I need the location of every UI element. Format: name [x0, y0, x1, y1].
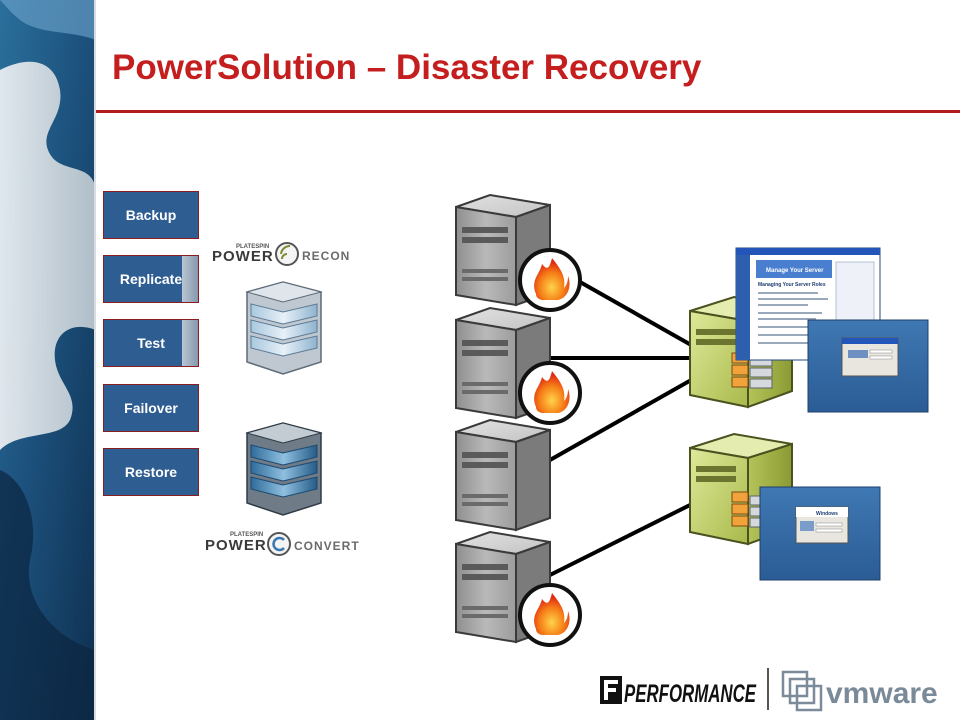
decorative-puzzle-image	[0, 0, 96, 720]
page-title: PowerSolution – Disaster Recovery	[112, 48, 702, 87]
windows-screenshot-icon	[807, 319, 929, 413]
fire-icon	[518, 583, 582, 647]
step-label: Test	[137, 335, 165, 351]
manage-server-text: Manage Your Server	[766, 268, 824, 274]
windows-screenshot-icon: Windows	[759, 486, 881, 581]
title-divider	[96, 110, 960, 113]
powerrecon-logo: PLATESPIN POWER RECON	[212, 242, 350, 266]
step-replicate-button[interactable]: Replicate	[103, 255, 199, 303]
logo-word-recon: RECON	[302, 249, 350, 263]
windows-login-text: Windows	[816, 511, 838, 517]
step-restore-button[interactable]: Restore	[103, 448, 199, 496]
fire-icon	[518, 361, 582, 425]
manage-roles-text: Managing Your Server Roles	[758, 282, 826, 288]
vmware-wordmark: vmware	[826, 677, 938, 710]
physical-server-icon	[455, 418, 551, 532]
vmware-logo: vmware	[781, 670, 938, 712]
step-label: Failover	[124, 400, 178, 416]
fire-icon	[518, 248, 582, 312]
performance-logo: PERFORMANCE	[600, 676, 757, 708]
logo-word-power: POWER	[205, 537, 267, 554]
connection-lines	[549, 263, 701, 577]
step-failover-button[interactable]: Failover	[103, 384, 199, 432]
logo-divider	[767, 668, 769, 710]
database-stack-icon	[245, 422, 323, 516]
powerconvert-logo: PLATESPIN POWER CONVERT	[205, 532, 360, 556]
logo-word-power: POWER	[212, 248, 274, 265]
logo-word-convert: CONVERT	[294, 539, 360, 553]
step-backup-button[interactable]: Backup	[103, 191, 199, 239]
step-test-button[interactable]: Test	[103, 319, 199, 367]
step-label: Replicate	[119, 271, 183, 287]
performance-wordmark: PERFORMANCE	[624, 680, 757, 708]
step-label: Backup	[125, 207, 177, 223]
logo-small-text: PLATESPIN	[230, 532, 263, 538]
step-label: Restore	[124, 464, 178, 480]
database-stack-icon	[245, 281, 323, 375]
logo-small-text: PLATESPIN	[236, 244, 269, 250]
